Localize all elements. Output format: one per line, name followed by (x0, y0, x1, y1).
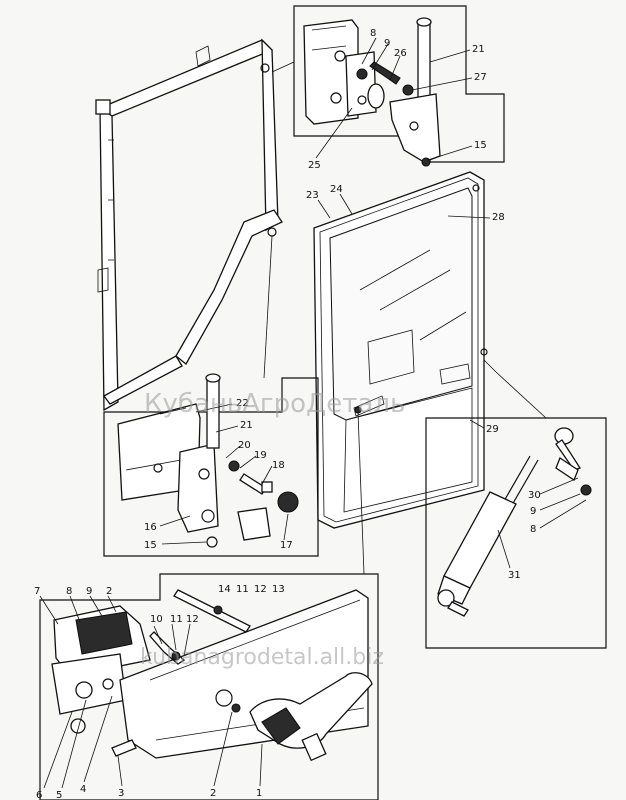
callout-label: 2 (210, 788, 216, 799)
callout-label: 8 (66, 586, 72, 597)
callout-label: 15 (144, 540, 157, 551)
callout-label: 8 (530, 524, 536, 535)
cab-frame (95, 38, 283, 412)
watermark-center: КубаньАгроДеталь (144, 389, 405, 419)
callout-label: 4 (80, 784, 86, 795)
callout-label: 10 (150, 614, 163, 625)
callout-label: 2 (106, 586, 112, 597)
callout-label: 7 (34, 586, 40, 597)
top-hinge-inset (271, 5, 505, 167)
callout-label: 11 (170, 614, 183, 625)
callout-label: 27 (474, 72, 487, 83)
callout-label: 9 (86, 586, 92, 597)
callout-label: 3 (118, 788, 124, 799)
callout-label: 14 (218, 584, 231, 595)
callout-label: 23 (306, 190, 319, 201)
callout-label: 13 (272, 584, 285, 595)
callout-label: 21 (472, 44, 485, 55)
callout-label: 17 (280, 540, 293, 551)
callout-label: 12 (186, 614, 199, 625)
door-panel (313, 171, 497, 529)
leader-lines (39, 37, 587, 789)
callout-label: 16 (144, 522, 157, 533)
lower-hinge-inset (103, 235, 319, 557)
callout-label: 24 (330, 184, 343, 195)
callout-label: 9 (384, 38, 390, 49)
callout-label: 9 (530, 506, 536, 517)
callout-label: 15 (474, 140, 487, 151)
callout-label: 18 (272, 460, 285, 471)
callout-label: 28 (492, 212, 505, 223)
callout-label: 26 (394, 48, 407, 59)
callout-label: 31 (508, 570, 521, 581)
callout-label: 1 (256, 788, 262, 799)
callout-label: 11 (236, 584, 249, 595)
callout-label: 5 (56, 790, 62, 800)
callout-label: 29 (486, 424, 499, 435)
callout-labels: 8 9 26 21 27 25 15 23 24 28 29 22 21 20 … (34, 28, 541, 800)
callout-label: 22 (236, 398, 249, 409)
callout-label: 8 (370, 28, 376, 39)
callout-label: 19 (254, 450, 267, 461)
callout-label: 6 (36, 790, 42, 800)
callout-label: 25 (308, 160, 321, 171)
watermark-bottom: kubanagrodetal.all.biz (140, 645, 384, 670)
callout-label: 20 (238, 440, 251, 451)
handle-lock-inset (39, 411, 379, 800)
callout-label: 30 (528, 490, 541, 501)
callout-label: 12 (254, 584, 267, 595)
callout-label: 21 (240, 420, 253, 431)
gas-strut-inset (425, 371, 607, 649)
